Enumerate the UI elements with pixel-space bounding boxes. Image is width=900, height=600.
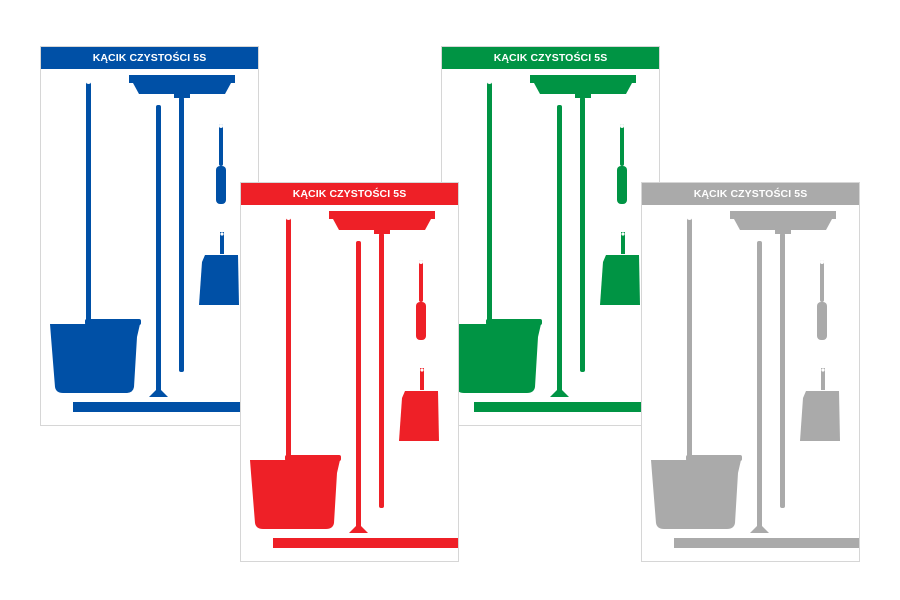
bucket-icon (451, 319, 542, 393)
mop-icon (85, 78, 92, 329)
hand-brush-icon (617, 124, 627, 204)
squeegee-icon (530, 75, 636, 372)
cleaning-board-green: KĄCIK CZYSTOŚCI 5S (441, 46, 660, 426)
mop-icon (486, 78, 493, 329)
hand-brush-icon (216, 124, 226, 204)
dustpan-icon (199, 232, 239, 305)
board-title: KĄCIK CZYSTOŚCI 5S (642, 183, 859, 205)
dustpan-icon (600, 232, 640, 305)
squeegee-icon (329, 211, 435, 508)
broom-icon (273, 241, 458, 548)
board-title: KĄCIK CZYSTOŚCI 5S (241, 183, 458, 205)
broom-icon (73, 105, 258, 412)
hand-brush-icon (817, 260, 827, 340)
tool-silhouettes (651, 211, 859, 548)
squeegee-icon (129, 75, 235, 372)
cleaning-board-red: KĄCIK CZYSTOŚCI 5S (240, 182, 459, 562)
dustpan-icon (399, 368, 439, 441)
broom-icon (474, 105, 659, 412)
bucket-icon (651, 455, 742, 529)
dustpan-icon (800, 368, 840, 441)
squeegee-icon (730, 211, 836, 508)
hand-brush-icon (416, 260, 426, 340)
board-title: KĄCIK CZYSTOŚCI 5S (442, 47, 659, 69)
board-title: KĄCIK CZYSTOŚCI 5S (41, 47, 258, 69)
mop-icon (686, 214, 693, 465)
tool-silhouettes (50, 75, 258, 412)
cleaning-board-grey: KĄCIK CZYSTOŚCI 5S (641, 182, 860, 562)
cleaning-board-blue: KĄCIK CZYSTOŚCI 5S (40, 46, 259, 426)
bucket-icon (250, 455, 341, 529)
tool-silhouettes (451, 75, 659, 412)
tool-silhouettes (250, 211, 458, 548)
broom-icon (674, 241, 859, 548)
mop-icon (285, 214, 292, 465)
bucket-icon (50, 319, 141, 393)
